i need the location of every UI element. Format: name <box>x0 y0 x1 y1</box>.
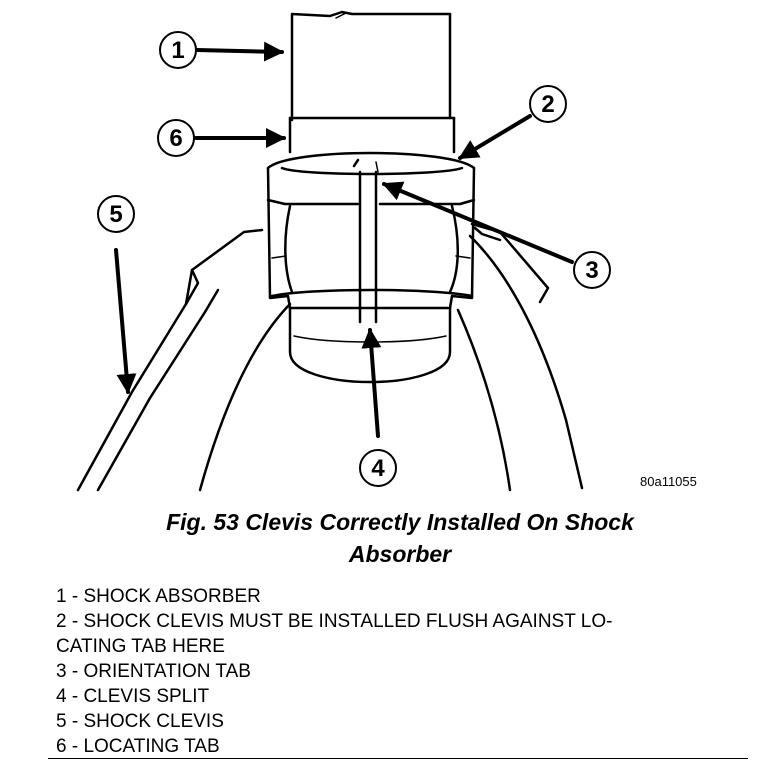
bottom-rule <box>48 758 748 759</box>
callout-6-label: 6 <box>169 125 182 152</box>
callout-4: 4 <box>359 328 397 487</box>
legend-item-6: 6 - LOCATING TAB <box>56 736 220 757</box>
figure-id: 80a11055 <box>640 474 697 489</box>
locating-tab-band <box>288 116 456 154</box>
callout-4-label: 4 <box>371 455 385 482</box>
legend-item-3: 3 - ORIENTATION TAB <box>56 661 251 682</box>
legend-item-4: 4 - CLEVIS SPLIT <box>56 686 210 707</box>
callout-6: 6 <box>157 119 286 157</box>
legend-item-1: 1 - SHOCK ABSORBER <box>56 586 261 607</box>
figure-caption: Fig. 53 Clevis Correctly Installed On Sh… <box>0 506 768 570</box>
clevis-legs <box>76 222 584 492</box>
callout-2-label: 2 <box>541 91 554 118</box>
callout-3-label: 3 <box>585 257 598 284</box>
legend-list: 1 - SHOCK ABSORBER 2 - SHOCK CLEVIS MUST… <box>56 584 746 759</box>
clevis-collar <box>266 151 476 310</box>
callout-1-label: 1 <box>171 37 184 64</box>
legend-item-5: 5 - SHOCK CLEVIS <box>56 711 224 732</box>
shock-clevis-diagram: 1 2 3 4 5 6 <box>76 10 611 492</box>
clevis-split <box>352 158 379 324</box>
legend-item-2-continued: CATING TAB HERE <box>56 636 225 657</box>
caption-line-1: Fig. 53 Clevis Correctly Installed On Sh… <box>166 509 634 535</box>
callout-5-label: 5 <box>109 201 122 228</box>
callout-2: 2 <box>458 85 567 160</box>
callout-1: 1 <box>159 31 284 69</box>
caption-line-2: Absorber <box>348 541 452 567</box>
shock-absorber-shaft <box>290 10 452 122</box>
legend-item-2: 2 - SHOCK CLEVIS MUST BE INSTALLED FLUSH… <box>56 611 613 632</box>
callout-5: 5 <box>97 195 137 394</box>
callout-3: 3 <box>382 181 611 289</box>
